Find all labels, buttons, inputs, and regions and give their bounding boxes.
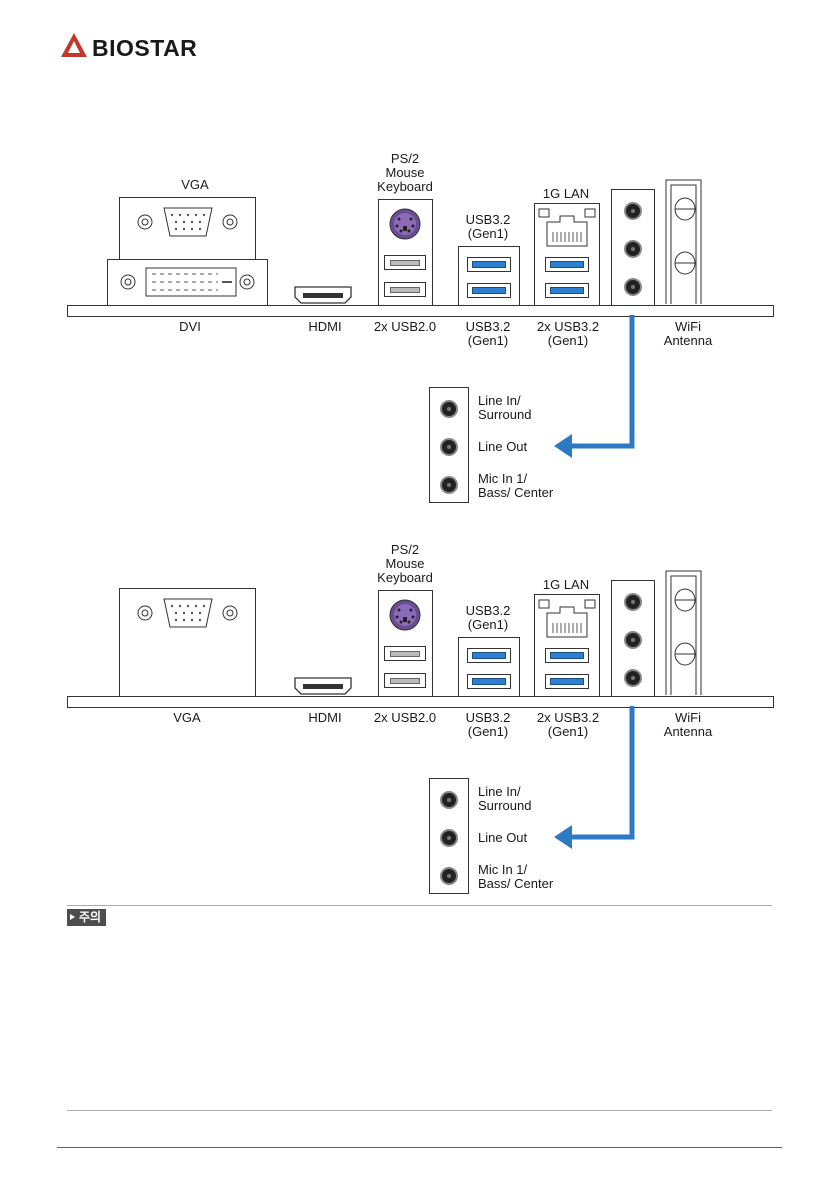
dvi-connector-icon <box>120 267 255 297</box>
dvi-port <box>107 259 268 306</box>
footer-rule <box>57 1147 782 1148</box>
lan-label: 1G LAN <box>542 186 590 201</box>
usb32-top-label: USB3.2(Gen1) <box>465 212 511 241</box>
usb3-port-1 <box>467 257 511 272</box>
usb32-block-2 <box>458 637 520 698</box>
usb3-port-3 <box>545 257 589 272</box>
line-out-label-2: Line Out <box>478 830 528 845</box>
hdmi-label-2: HDMI <box>308 710 342 725</box>
usb3-port-2 <box>467 283 511 298</box>
usb3-port-3 <box>545 648 589 663</box>
usb3-port-2 <box>467 674 511 689</box>
usb20-label-2: 2x USB2.0 <box>373 710 437 725</box>
audio-jack-1 <box>624 593 642 611</box>
usb32-block <box>458 246 520 307</box>
audio-detail-panel-2 <box>429 778 469 894</box>
usb2-port-1 <box>384 255 426 270</box>
usb32-label-2: USB3.2(Gen1) <box>465 710 511 739</box>
hdmi-label: HDMI <box>308 319 342 334</box>
usb32-label: USB3.2(Gen1) <box>465 319 511 348</box>
wifi-antenna-block <box>665 179 707 310</box>
line-in-jack <box>440 791 458 809</box>
io-back-plate-2 <box>67 696 774 708</box>
ps2-usb2-block-2 <box>378 590 433 698</box>
wifi-antenna-block-2 <box>665 570 707 701</box>
audio-jack-2 <box>624 240 642 258</box>
vga-dvi-bracket <box>119 244 256 259</box>
line-in-label: Line In/Surround <box>478 393 532 422</box>
vga-label: VGA <box>181 177 209 192</box>
vga-connector-icon <box>137 598 238 628</box>
line-out-jack <box>440 438 458 456</box>
wifi-antenna-icon <box>665 179 702 304</box>
audio-jack-block-2 <box>611 580 655 698</box>
ps2-connector-icon <box>389 599 421 631</box>
usb2-port-2 <box>384 282 426 297</box>
vga-port-2 <box>119 588 256 698</box>
audio-jack-2 <box>624 631 642 649</box>
rj45-connector-icon <box>538 599 596 638</box>
ps2-usb2-block <box>378 199 433 307</box>
lan-usb3-block-2 <box>534 594 600 698</box>
audio-detail-panel <box>429 387 469 503</box>
hdmi-connector-icon <box>294 677 352 695</box>
audio-jack-3 <box>624 669 642 687</box>
logo-triangle-icon <box>61 33 87 57</box>
vga-port <box>119 197 256 246</box>
rj45-connector-icon <box>538 208 596 247</box>
note-divider-top <box>67 905 772 906</box>
dvi-label: DVI <box>179 319 201 334</box>
note-tag: 주의 <box>67 909 107 926</box>
audio-callout-arrow-icon <box>554 315 635 458</box>
usb3-port-4 <box>545 674 589 689</box>
mic-in-jack <box>440 867 458 885</box>
hdmi-port-2 <box>293 676 353 701</box>
wifi-antenna-icon <box>665 570 702 695</box>
usb20-label: 2x USB2.0 <box>373 319 437 334</box>
usb32-top-label-2: USB3.2(Gen1) <box>465 603 511 632</box>
vga-connector-icon <box>137 207 238 237</box>
hdmi-port <box>293 285 353 310</box>
biostar-logo: BIOSTAR <box>60 30 200 64</box>
brand-name: BIOSTAR <box>92 35 198 61</box>
line-in-label-2: Line In/Surround <box>478 784 532 813</box>
audio-callout-arrow-icon <box>554 706 635 849</box>
audio-jack-block <box>611 189 655 307</box>
usb2-port-2 <box>384 673 426 688</box>
hdmi-connector-icon <box>294 286 352 304</box>
usb2-port-1 <box>384 646 426 661</box>
lan-label-2: 1G LAN <box>542 577 590 592</box>
audio-jack-1 <box>624 202 642 220</box>
lan-usb3-block <box>534 203 600 307</box>
usb32x2-label: 2x USB3.2(Gen1) <box>536 319 600 348</box>
line-out-jack <box>440 829 458 847</box>
mic-in-jack <box>440 476 458 494</box>
usb3-port-4 <box>545 283 589 298</box>
note-divider-bottom <box>67 1110 772 1111</box>
vga-label-2: VGA <box>173 710 201 725</box>
ps2-connector-icon <box>389 208 421 240</box>
mic-in-label-2: Mic In 1/Bass/ Center <box>478 862 554 891</box>
io-back-plate <box>67 305 774 317</box>
line-in-jack <box>440 400 458 418</box>
audio-jack-3 <box>624 278 642 296</box>
line-out-label: Line Out <box>478 439 528 454</box>
usb3-port-1 <box>467 648 511 663</box>
mic-in-label: Mic In 1/Bass/ Center <box>478 471 554 500</box>
usb32x2-label-2: 2x USB3.2(Gen1) <box>536 710 600 739</box>
